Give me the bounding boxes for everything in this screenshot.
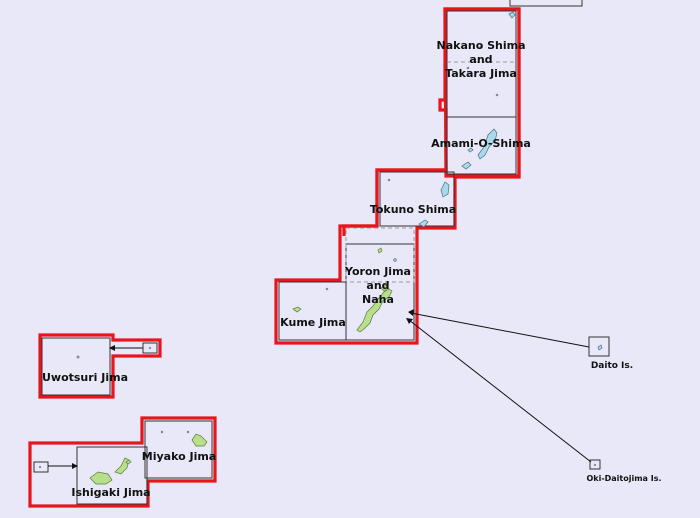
sheet-daito-is[interactable] <box>408 309 610 357</box>
sheet-amami-o-shima[interactable] <box>446 116 517 175</box>
label-miyako-jima: Miyako Jima <box>142 450 216 463</box>
label-nakano-and: and <box>469 53 492 66</box>
label-ishigaki-jima: Ishigaki Jima <box>71 486 150 499</box>
label-tokuno-shima: Tokuno Shima <box>370 203 456 216</box>
sheet-top-partial[interactable] <box>509 0 583 7</box>
label-amami-o-shima: Amami-O-Shima <box>431 137 531 150</box>
label-yoron-and: and <box>366 279 389 292</box>
label-kume-jima: Kume Jima <box>280 316 346 329</box>
islands-nakano <box>466 11 516 97</box>
group-sakishima[interactable] <box>28 416 217 508</box>
islands-amami <box>461 128 498 170</box>
label-yoron-jima: Yoron Jima <box>344 265 411 278</box>
label-oki-daitojima-is: Oki-Daitojima Is. <box>586 474 661 483</box>
sheet-oki-daitojima[interactable] <box>406 318 601 470</box>
sheet-tokuno-shima[interactable] <box>379 171 455 227</box>
islands-kume <box>292 287 329 313</box>
label-uwotsuri-jima: Uwotsuri Jima <box>42 371 128 384</box>
label-nakano-shima: Nakano Shima <box>437 39 526 52</box>
coverage-outline-chain <box>274 7 521 345</box>
islands-tokuno <box>387 178 450 228</box>
islands-yoron-naha <box>356 247 397 333</box>
group-uwotsuri[interactable] <box>38 333 162 399</box>
label-naha: Naha <box>362 293 394 306</box>
label-daito-is: Daito Is. <box>591 361 633 371</box>
sheet-kume-jima[interactable] <box>278 281 347 341</box>
label-takara-jima: Takara Jima <box>445 67 517 80</box>
